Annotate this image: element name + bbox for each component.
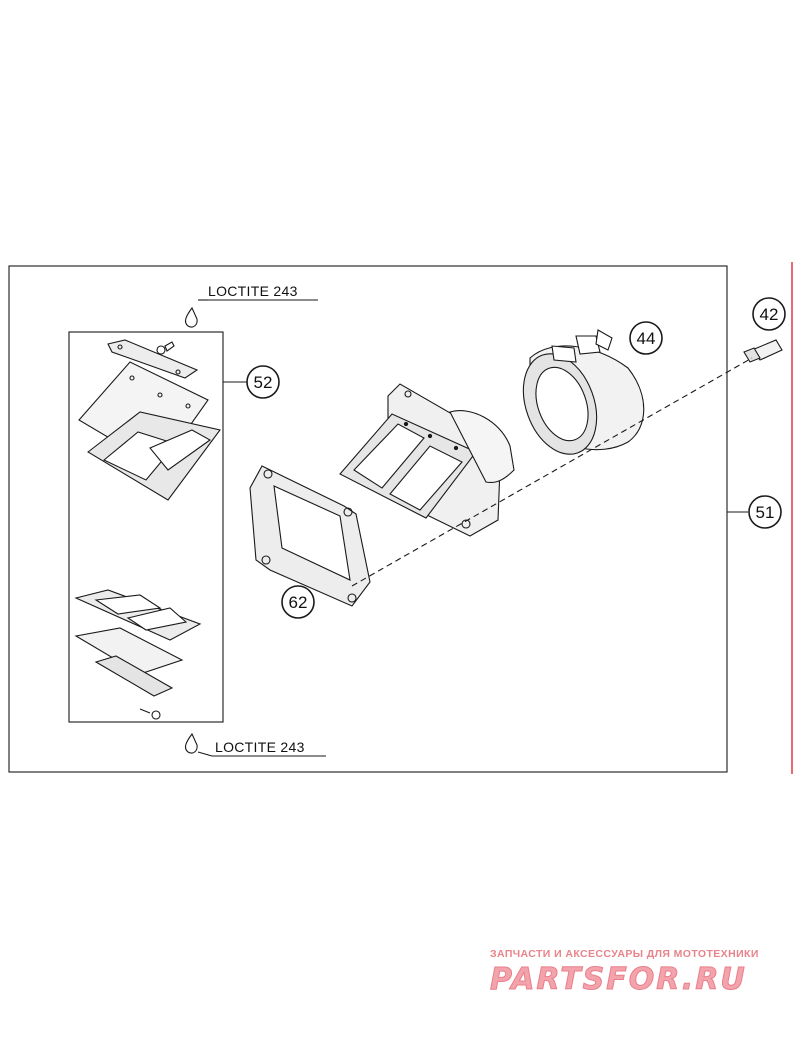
red-side-line xyxy=(791,262,793,774)
loctite-drop-top xyxy=(184,306,198,328)
loctite-drop-bottom xyxy=(184,732,198,754)
watermark-tagline: ЗАПЧАСТИ И АКСЕССУАРЫ ДЛЯ МОТОТЕХНИКИ xyxy=(490,948,759,960)
reed-upper-parts xyxy=(78,339,221,501)
loctite-label-bottom: LOCTITE 243 xyxy=(215,739,305,755)
centre-line xyxy=(351,357,753,587)
callout-44 xyxy=(629,321,663,355)
callout-44-label: 44 xyxy=(637,329,656,348)
callout-51-label: 51 xyxy=(756,503,775,522)
outer-frame xyxy=(8,265,728,773)
callout-52-label: 52 xyxy=(254,373,273,392)
reed-kit-box xyxy=(68,331,224,723)
callout-52 xyxy=(223,365,280,399)
intake-flange xyxy=(339,383,515,537)
gasket-62 xyxy=(249,465,371,607)
callout-42 xyxy=(752,297,786,331)
bolt-42 xyxy=(743,339,783,363)
reed-lower-parts xyxy=(74,589,202,720)
loctite-label-top: LOCTITE 243 xyxy=(208,283,298,299)
callout-42-label: 42 xyxy=(760,305,779,324)
callout-51 xyxy=(727,495,782,529)
watermark-logo: PARTSFOR.RU xyxy=(490,962,747,998)
callout-62-label: 62 xyxy=(289,593,308,612)
callout-62 xyxy=(281,585,315,619)
intake-boot xyxy=(522,329,645,455)
